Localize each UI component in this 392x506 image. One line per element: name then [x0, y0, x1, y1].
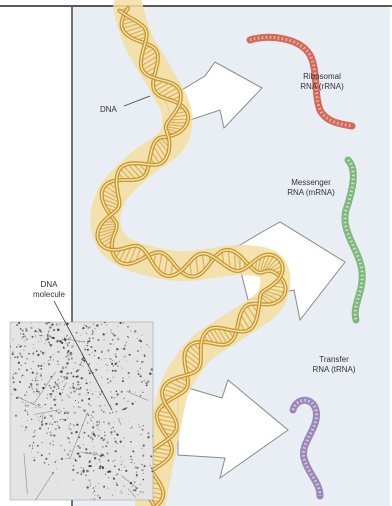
electron-micrograph-of-dna [0, 290, 162, 506]
dna-molecule-label-line1: DNA [26, 280, 72, 290]
mrna-label: Messenger RNA (mRNA) [280, 178, 342, 198]
dna-label: DNA [100, 105, 117, 115]
mrna-label-line2: RNA (mRNA) [280, 188, 342, 198]
trna-label: Transfer RNA (tRNA) [306, 355, 362, 375]
rrna-label: Ribosomal RNA (rRNA) [292, 72, 352, 92]
dna-molecule-label: DNA molecule [26, 280, 72, 300]
trna-label-line2: RNA (tRNA) [306, 365, 362, 375]
dna-molecule-label-line2: molecule [26, 290, 72, 300]
rrna-label-line2: RNA (rRNA) [292, 82, 352, 92]
trna-label-line1: Transfer [306, 355, 362, 365]
mrna-label-line1: Messenger [280, 178, 342, 188]
rrna-label-line1: Ribosomal [292, 72, 352, 82]
